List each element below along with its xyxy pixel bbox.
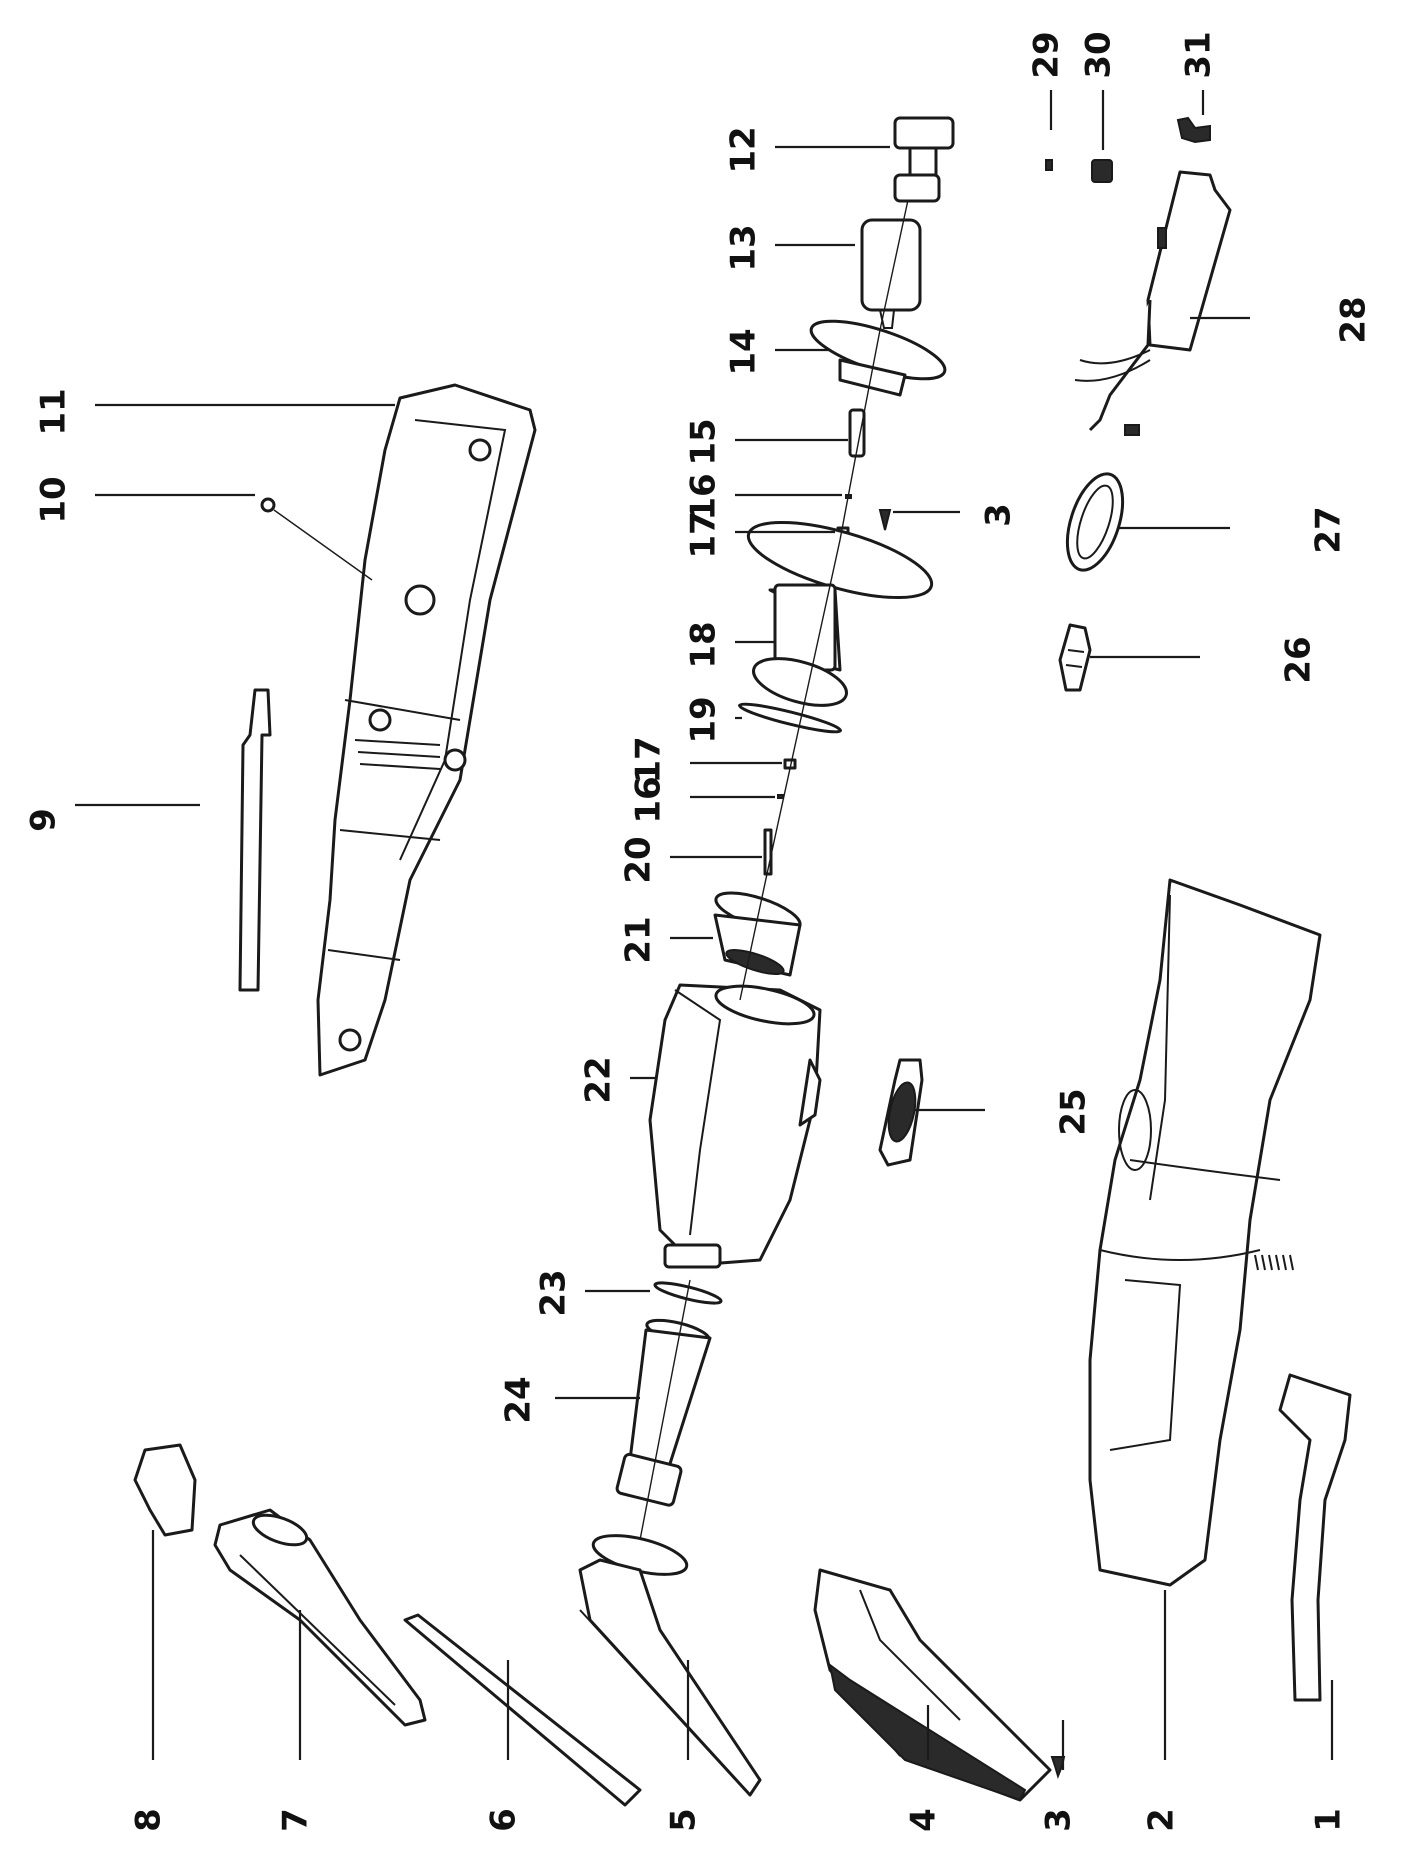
part-screw-10	[260, 497, 276, 513]
callout-label-10: 10	[34, 476, 74, 523]
part-washer-16b	[777, 794, 784, 799]
part-30	[1091, 159, 1113, 183]
part-dust-container	[648, 983, 822, 1269]
part-29	[1045, 159, 1053, 171]
callout-label-28: 28	[1334, 296, 1374, 343]
part-switch-26	[1058, 623, 1092, 692]
callout-label-1: 1	[1309, 1808, 1349, 1832]
part-seal-ring-19	[738, 702, 842, 734]
callout-label-2: 2	[1142, 1808, 1182, 1832]
callout-label-7: 7	[276, 1808, 316, 1832]
part-motor	[860, 218, 922, 329]
callout-label-29: 29	[1027, 31, 1067, 78]
callout-label-18: 18	[684, 621, 724, 668]
callout-label-20: 20	[619, 836, 659, 883]
callout-label-31: 31	[1179, 31, 1219, 78]
callout-label-30: 30	[1079, 31, 1119, 78]
part-pin-20	[763, 828, 773, 876]
callout-label-13: 13	[724, 224, 764, 271]
callout-label-8: 8	[129, 1808, 169, 1832]
callout-label-3a: 3	[979, 503, 1019, 527]
callout-label-6: 6	[484, 1808, 524, 1832]
part-latch-25	[878, 1058, 924, 1167]
callout-label-17a: 17	[684, 511, 724, 558]
callout-label-9: 9	[24, 808, 64, 832]
part-battery-ring	[1065, 472, 1125, 572]
part-mount-plate	[809, 319, 947, 397]
callout-label-17b: 17	[629, 736, 669, 783]
callout-label-12: 12	[724, 126, 764, 173]
part-nozzle-5	[578, 1534, 762, 1797]
part-cap-8	[133, 1443, 197, 1537]
callout-label-27: 27	[1309, 506, 1349, 553]
part-filter-cup	[713, 891, 802, 977]
callout-label-5: 5	[664, 1808, 704, 1832]
part-upper-housing	[316, 383, 537, 1077]
callout-label-19: 19	[684, 696, 724, 743]
callout-label-3b: 3	[1039, 1808, 1079, 1832]
callout-label-25: 25	[1054, 1088, 1094, 1135]
callout-label-14: 14	[724, 328, 764, 375]
callout-layer: 1233456789101112131415161617171819202122…	[24, 31, 1374, 1832]
part-floor-brush-4	[813, 1568, 1052, 1802]
part-motor-cap	[893, 116, 955, 203]
callout-label-16a: 16	[684, 473, 724, 520]
part-crevice-head-7	[213, 1508, 427, 1727]
callout-label-11: 11	[34, 388, 74, 435]
part-flat-tool-6	[403, 1613, 642, 1807]
callout-label-23: 23	[534, 1269, 574, 1316]
part-31	[1176, 116, 1211, 144]
part-lower-housing	[1088, 878, 1322, 1587]
callout-label-22: 22	[579, 1056, 619, 1103]
part-screw-3a	[878, 509, 892, 531]
part-filter-tube	[615, 1318, 712, 1507]
part-coupling	[848, 408, 866, 458]
part-battery-pack	[1074, 170, 1232, 436]
assembly-axis	[639, 199, 909, 1541]
part-handle-strip	[1278, 1373, 1352, 1702]
callout-label-15: 15	[684, 418, 724, 465]
callout-label-21: 21	[619, 916, 659, 963]
part-cyclone-housing	[746, 520, 934, 707]
part-strip-9	[238, 688, 272, 992]
callout-label-24: 24	[499, 1376, 539, 1423]
callout-label-16b: 16	[629, 776, 669, 823]
callout-label-26: 26	[1279, 636, 1319, 683]
callout-label-4: 4	[904, 1808, 944, 1832]
